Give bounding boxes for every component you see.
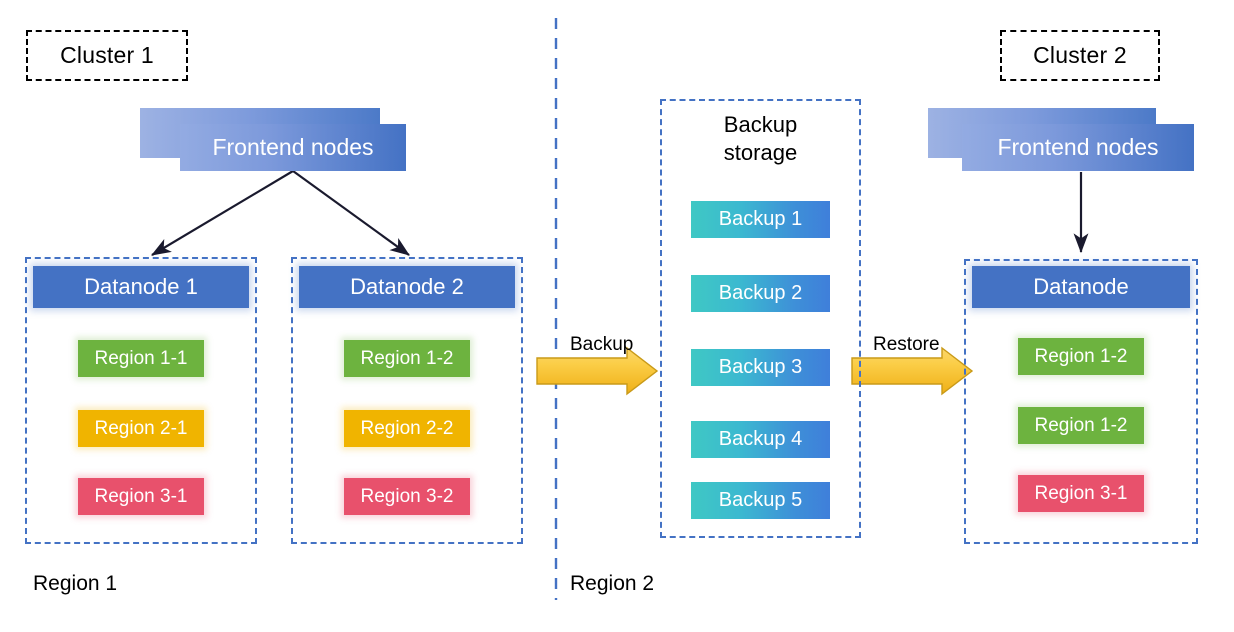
frontend-nodes-label-2: Frontend nodes (997, 134, 1159, 160)
backup-storage-panel (660, 99, 861, 538)
region-label-1: Region 1 (33, 572, 117, 596)
datanode-header-label-1: Datanode 1 (84, 274, 198, 299)
backup-storage-title: Backup storage (660, 111, 861, 167)
region-chip-2-2[interactable]: Region 2-2 (344, 410, 470, 447)
region-chip-label-1-2: Region 2-1 (94, 417, 188, 439)
region-chip-label-2-3: Region 3-2 (360, 485, 454, 507)
backup-chip-3[interactable]: Backup 3 (691, 349, 830, 386)
backup-chip-4[interactable]: Backup 4 (691, 421, 830, 458)
region-label-2: Region 2 (570, 572, 654, 596)
region-chip-3-2[interactable]: Region 1-2 (1018, 407, 1144, 444)
connector-frontend-to-datanode2 (292, 170, 410, 256)
restore-flow-label-text: Restore (873, 334, 940, 355)
datanode-panel-3 (964, 259, 1198, 544)
region-chip-label-3-2: Region 1-2 (1034, 414, 1128, 436)
region-chip-1-1[interactable]: Region 1-1 (78, 340, 204, 377)
connector-frontend-to-datanode1 (151, 170, 294, 256)
backup-chip-label-3: Backup 3 (718, 356, 803, 378)
backup-chip-5[interactable]: Backup 5 (691, 482, 830, 519)
region-label-1-text: Region 1 (33, 572, 118, 595)
backup-chip-label-1: Backup 1 (718, 208, 803, 230)
cluster-title-label-2: Cluster 2 (1033, 42, 1127, 68)
datanode-header-label-2: Datanode 2 (350, 274, 464, 299)
backup-chip-2[interactable]: Backup 2 (691, 275, 830, 312)
cluster-title-box-1: Cluster 1 (26, 30, 188, 81)
datanode-panel-1 (25, 257, 257, 544)
backup-storage-title-line1: Backup (723, 112, 798, 137)
frontend-nodes-front-plate-1[interactable]: Frontend nodes (180, 124, 406, 171)
datanode-header-2[interactable]: Datanode 2 (299, 266, 515, 308)
region-chip-3-3[interactable]: Region 3-1 (1018, 475, 1144, 512)
backup-flow-label: Backup (570, 334, 633, 356)
backup-storage-title-line2: storage (723, 140, 798, 166)
region-chip-3-1[interactable]: Region 1-2 (1018, 338, 1144, 375)
region-chip-label-2-1: Region 1-2 (360, 347, 454, 369)
backup-chip-label-4: Backup 4 (718, 428, 803, 450)
region-chip-label-3-3: Region 3-1 (1034, 482, 1128, 504)
datanode-panel-2 (291, 257, 523, 544)
region-chip-1-3[interactable]: Region 3-1 (78, 478, 204, 515)
region-chip-label-2-2: Region 2-2 (360, 417, 454, 439)
region-chip-label-1-3: Region 3-1 (94, 485, 188, 507)
region-chip-label-3-1: Region 1-2 (1034, 345, 1128, 367)
region-chip-label-1-1: Region 1-1 (94, 347, 188, 369)
datanode-header-3[interactable]: Datanode (972, 266, 1190, 308)
backup-chip-label-5: Backup 5 (718, 489, 803, 511)
cluster-title-label-1: Cluster 1 (60, 42, 154, 68)
datanode-header-1[interactable]: Datanode 1 (33, 266, 249, 308)
region-chip-2-1[interactable]: Region 1-2 (344, 340, 470, 377)
region-chip-2-3[interactable]: Region 3-2 (344, 478, 470, 515)
frontend-nodes-front-plate-2[interactable]: Frontend nodes (962, 124, 1194, 171)
region-label-2-text: Region 2 (570, 572, 655, 595)
backup-chip-1[interactable]: Backup 1 (691, 201, 830, 238)
backup-chip-label-2: Backup 2 (718, 282, 803, 304)
backup-flow-label-text: Backup (570, 334, 634, 355)
frontend-nodes-label-1: Frontend nodes (212, 134, 374, 160)
datanode-header-label-3: Datanode (1033, 274, 1129, 299)
restore-flow-label: Restore (873, 334, 940, 356)
region-chip-1-2[interactable]: Region 2-1 (78, 410, 204, 447)
cluster-title-box-2: Cluster 2 (1000, 30, 1160, 81)
